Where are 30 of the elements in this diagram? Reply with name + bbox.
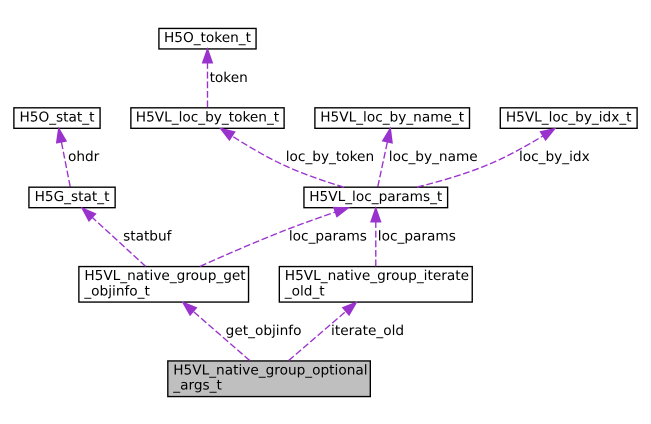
node-box: H5VL_native_group_iterate _old_t <box>278 265 473 302</box>
node-box: H5VL_native_group_get _objinfo_t <box>78 265 250 302</box>
node-box: H5O_stat_t <box>13 106 101 129</box>
arrow <box>377 126 393 186</box>
edge-label: loc_by_idx <box>518 148 590 165</box>
arrow <box>202 46 214 107</box>
edge-label: loc_params <box>378 228 456 244</box>
node-box: H5VL_loc_by_token_t <box>130 106 285 129</box>
arrow <box>80 206 146 266</box>
arrow <box>181 300 250 361</box>
node-box: H5O_token_t <box>158 27 257 50</box>
arrow <box>56 126 71 186</box>
node-box: H5VL_loc_params_t <box>303 186 448 208</box>
edge-label: statbuf <box>123 228 172 244</box>
arrow <box>416 127 556 188</box>
arrow <box>200 206 350 266</box>
edge-label: loc_params <box>288 228 367 244</box>
node-box: H5VL_loc_by_idx_t <box>500 106 638 129</box>
node-box: H5G_stat_t <box>28 186 116 208</box>
edge-label: get_objinfo <box>226 322 302 338</box>
node-box: H5VL_loc_by_name_t <box>314 106 470 129</box>
edge-label: ohdr <box>68 148 100 165</box>
arrow <box>370 206 382 266</box>
edge-label: iterate_old <box>331 322 404 338</box>
arrow <box>218 126 344 188</box>
edge-label: token <box>210 69 248 86</box>
arrow <box>288 300 358 361</box>
edge-label: loc_by_token <box>286 148 374 165</box>
node-box: H5VL_native_group_optional _args_t <box>167 360 371 397</box>
edge-label: loc_by_name <box>388 148 478 165</box>
